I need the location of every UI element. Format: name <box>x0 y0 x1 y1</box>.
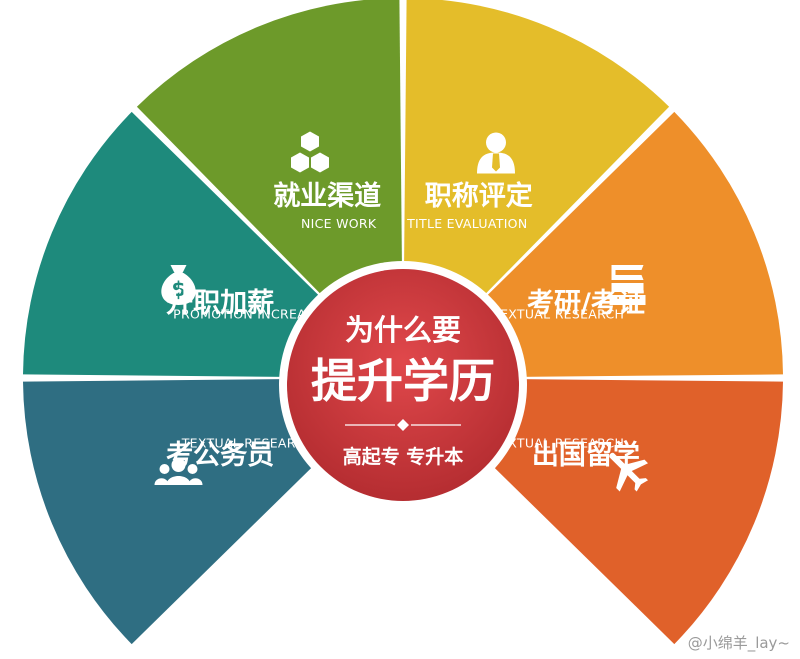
center-programs: 高起专 专升本 <box>343 445 464 468</box>
svg-text:$: $ <box>172 277 186 301</box>
money-bag-icon: $ <box>161 265 196 305</box>
hexagons-icon <box>291 131 329 173</box>
segment-title-evaluation-title: 职称评定 <box>425 180 533 212</box>
segment-study-abroad-subtitle: TEXTUAL RESEARCH <box>491 435 624 450</box>
segment-promotion-title: 升职加薪 <box>166 288 274 319</box>
center-question: 为什么要 <box>345 313 461 347</box>
segment-study-abroad-title: 出国留学 <box>532 439 640 471</box>
segment-employment-title: 就业渠道 <box>273 180 381 212</box>
segment-title-evaluation-subtitle: TITLE EVALUATION <box>406 216 527 231</box>
segment-postgrad-exam-title: 考研/考证 <box>527 288 645 319</box>
watermark: @小绵羊_lay~ <box>688 634 790 653</box>
segment-employment-subtitle: NICE WORK <box>301 216 377 231</box>
center-divider <box>345 419 461 431</box>
center-headline: 提升学历 <box>311 354 495 408</box>
center-badge: 为什么要 提升学历 高起专 专升本 <box>279 261 527 509</box>
center-circle <box>287 269 519 501</box>
books-icon <box>609 265 646 305</box>
airplane-icon <box>609 452 649 492</box>
people-icon <box>154 458 203 485</box>
segment-promotion-subtitle: PROMOTION INCREASE <box>173 307 322 322</box>
segment-postgrad-exam-subtitle: TEXTUAL RESEARCH <box>491 307 624 322</box>
person-tie-icon <box>477 132 515 174</box>
segment-civil-service-title: 考公务员 <box>166 440 274 471</box>
segment-civil-service-subtitle: TEXTUAL RESEARCH <box>181 435 314 450</box>
